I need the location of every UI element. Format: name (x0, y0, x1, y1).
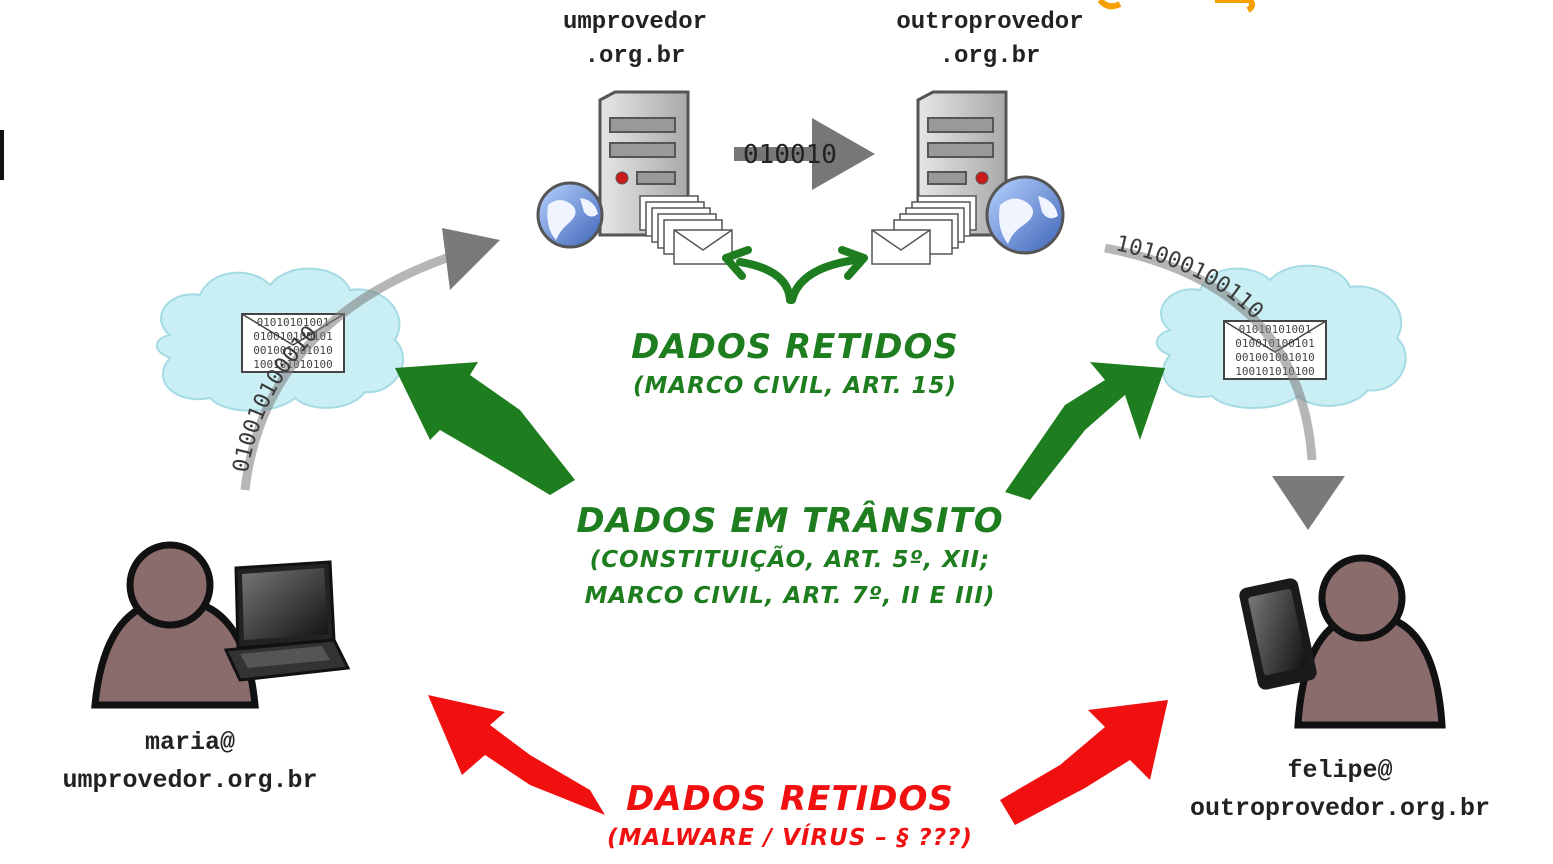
transfer-arrow (734, 118, 875, 190)
globe-icon (536, 181, 604, 249)
note-in-transit-title: DADOS EM TRÂNSITO (576, 501, 1004, 541)
envelope-bits-line: 001001001010 (253, 344, 332, 357)
person-maria (91, 541, 259, 709)
green-arrow-right (1005, 362, 1165, 500)
note-retained-servers-sub: (MARCO CIVIL, ART. 15) (632, 373, 958, 399)
note-retained-servers: DADOS RETIDOS (MARCO CIVIL, ART. 15) (560, 326, 1030, 404)
person-felipe (1294, 554, 1446, 729)
red-arrow-left (428, 695, 605, 815)
stream-arrow-right (1272, 476, 1345, 530)
envelope-bits-line: 001001001010 (1235, 351, 1314, 364)
note-in-transit: DADOS EM TRÂNSITO (CONSTITUIÇÃO, ART. 5º… (500, 500, 1080, 614)
green-branch-arrow (722, 246, 868, 304)
user-maria-line2: umprovedor.org.br (62, 766, 318, 795)
user-maria-label: maria@ umprovedor.org.br (5, 724, 375, 800)
server-outroprovedor-line1: outroprovedor (896, 9, 1084, 36)
user-maria-line1: maria@ (144, 728, 235, 757)
note-retained-servers-title: DADOS RETIDOS (631, 327, 959, 367)
server-umprovedor-line2: .org.br (584, 43, 686, 70)
server-outroprovedor-label: outroprovedor .org.br (860, 6, 1120, 74)
user-felipe-line1: felipe@ (1287, 756, 1393, 785)
mail-stack-icon (871, 195, 977, 265)
green-arrow-left (395, 362, 575, 495)
transfer-bits: 010010 (743, 140, 837, 170)
note-retained-devices-sub: (MALWARE / VÍRUS – § ???) (607, 825, 973, 851)
orange-fragment (1097, 0, 1256, 13)
mail-stack-icon (639, 195, 733, 265)
envelope-bits-line: 01010101001 (1239, 323, 1312, 336)
server-outroprovedor-line2: .org.br (939, 43, 1041, 70)
note-retained-devices-title: DADOS RETIDOS (626, 779, 954, 819)
red-arrow-right (1000, 700, 1168, 825)
envelope-bits-line: 100101010100 (1235, 365, 1314, 378)
server-umprovedor-line1: umprovedor (562, 9, 708, 36)
note-in-transit-sub1: (CONSTITUIÇÃO, ART. 5º, XII; (589, 547, 991, 573)
user-felipe-line2: outroprovedor.org.br (1189, 794, 1491, 823)
globe-icon (985, 175, 1065, 255)
envelope-bits-line: 01010101001 (257, 316, 330, 329)
stream-arrow-left (442, 228, 500, 290)
note-in-transit-sub2: MARCO CIVIL, ART. 7º, II E III) (584, 583, 996, 609)
left-edge-mark (0, 130, 4, 180)
server-umprovedor-label: umprovedor .org.br (520, 6, 750, 74)
laptop-icon (223, 560, 351, 682)
smartphone-icon (1239, 578, 1317, 690)
user-felipe-label: felipe@ outroprovedor.org.br (1130, 752, 1550, 828)
note-retained-devices: DADOS RETIDOS (MALWARE / VÍRUS – § ???) (530, 778, 1050, 856)
